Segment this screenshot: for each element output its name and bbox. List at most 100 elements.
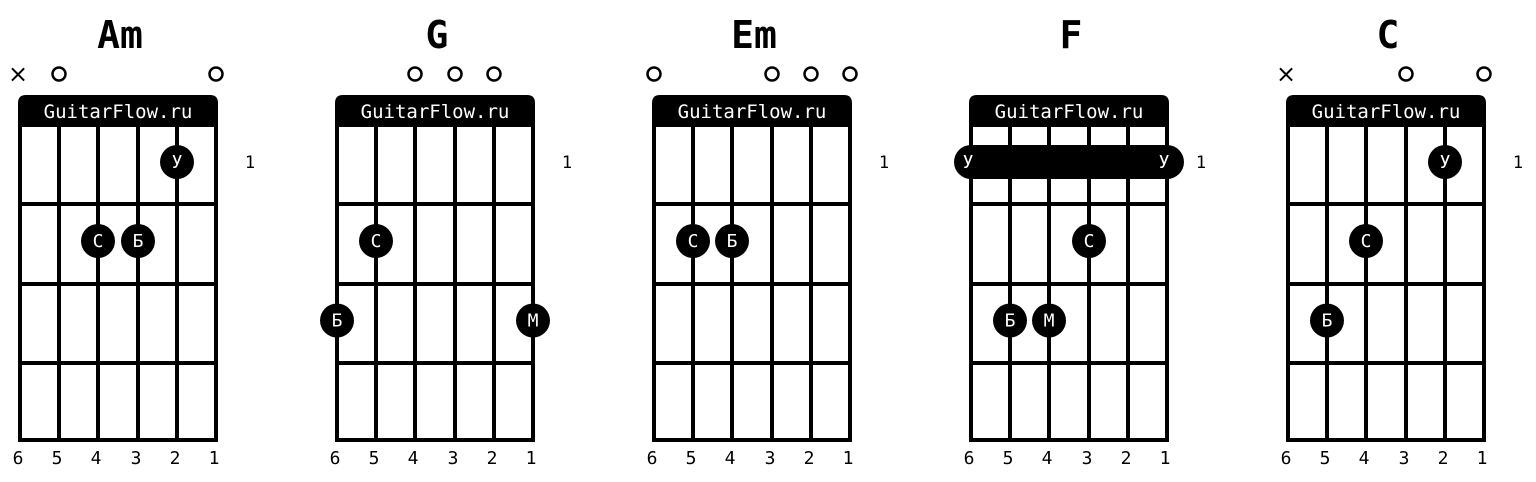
finger-dot <box>81 224 115 258</box>
brand-label: GuitarFlow.ru <box>995 101 1144 123</box>
chord-chart: C GuitarFlow.ru 1 × У С Б 6 5 4 3 2 1 <box>1268 0 1523 482</box>
open-string-marker <box>447 66 463 82</box>
chord-diagram: GuitarFlow.ru 1 × У С Б 6 5 4 3 2 1 <box>1276 60 1523 469</box>
nut-header <box>335 95 535 127</box>
open-string-marker <box>51 66 67 82</box>
string-number: 5 <box>686 448 697 469</box>
string-number: 1 <box>1477 448 1488 469</box>
chord-diagram: GuitarFlow.ru 1 У У С Б М 6 5 4 3 2 1 <box>954 95 1206 469</box>
string-number: 6 <box>1281 448 1292 469</box>
string-number: 3 <box>448 448 459 469</box>
finger-dot <box>1349 224 1383 258</box>
fret-number: 1 <box>245 153 255 173</box>
muted-string-marker: × <box>1276 60 1296 88</box>
brand-label: GuitarFlow.ru <box>678 101 827 123</box>
chord-name: C <box>1376 13 1400 57</box>
string-number: 2 <box>487 448 498 469</box>
muted-string-marker: × <box>8 60 28 88</box>
chord-diagram: GuitarFlow.ru 1 × У С Б 6 5 4 3 2 1 <box>8 60 255 469</box>
brand-label: GuitarFlow.ru <box>44 101 193 123</box>
finger-dot <box>1310 303 1344 338</box>
string-number: 4 <box>1359 448 1370 469</box>
chord-name: Em <box>731 13 777 57</box>
string-number: 6 <box>13 448 24 469</box>
nut-header <box>652 95 852 127</box>
chord-name: F <box>1059 13 1083 57</box>
nut-header <box>969 95 1169 127</box>
string-number: 2 <box>804 448 815 469</box>
string-number: 5 <box>52 448 63 469</box>
fret-number: 1 <box>1196 153 1206 173</box>
string-number: 5 <box>1003 448 1014 469</box>
string-number: 1 <box>209 448 220 469</box>
barre <box>954 145 1184 179</box>
string-number: 5 <box>1320 448 1331 469</box>
open-string-marker <box>1398 66 1414 82</box>
string-number: 5 <box>369 448 380 469</box>
finger-dot <box>1428 145 1462 179</box>
string-number: 3 <box>1399 448 1410 469</box>
finger-label: Б <box>1322 311 1333 332</box>
string-number: 3 <box>765 448 776 469</box>
finger-dot <box>715 224 749 258</box>
string-number: 1 <box>526 448 537 469</box>
barre-finger-label: У <box>963 152 974 173</box>
fret-number: 1 <box>879 153 889 173</box>
fret-number: 1 <box>562 153 572 173</box>
string-number: 4 <box>725 448 736 469</box>
finger-dot <box>320 303 354 338</box>
chord-name: Am <box>97 13 143 57</box>
string-number: 2 <box>1438 448 1449 469</box>
open-string-marker <box>1476 66 1492 82</box>
finger-label: С <box>1361 231 1372 252</box>
string-number: 4 <box>408 448 419 469</box>
finger-dot <box>1072 224 1106 258</box>
finger-dot <box>359 224 393 258</box>
string-number: 2 <box>170 448 181 469</box>
string-number: 6 <box>647 448 658 469</box>
finger-label: С <box>1084 231 1095 252</box>
finger-dot <box>993 303 1027 338</box>
open-string-marker <box>842 66 858 82</box>
nut-header <box>1286 95 1486 127</box>
finger-dot <box>1032 303 1066 338</box>
string-number: 4 <box>91 448 102 469</box>
string-number: 6 <box>964 448 975 469</box>
string-number: 3 <box>1082 448 1093 469</box>
finger-label: С <box>93 231 104 252</box>
finger-label: Б <box>1005 311 1016 332</box>
open-string-marker <box>646 66 662 82</box>
chord-chart: F GuitarFlow.ru 1 У У С Б М 6 5 4 3 2 1 <box>951 0 1206 482</box>
finger-label: М <box>1044 311 1055 332</box>
finger-label: У <box>172 152 183 173</box>
nut-header <box>18 95 218 127</box>
finger-dot <box>516 303 550 338</box>
finger-label: С <box>371 231 382 252</box>
finger-dot <box>121 224 155 258</box>
finger-dot <box>676 224 710 258</box>
brand-label: GuitarFlow.ru <box>361 101 510 123</box>
string-number: 1 <box>1160 448 1171 469</box>
finger-label: Б <box>332 311 343 332</box>
string-number: 1 <box>843 448 854 469</box>
finger-label: С <box>688 231 699 252</box>
finger-label: У <box>1440 152 1451 173</box>
string-number: 2 <box>1121 448 1132 469</box>
open-string-marker <box>208 66 224 82</box>
finger-label: Б <box>133 231 144 252</box>
finger-label: Б <box>727 231 738 252</box>
chord-name: G <box>425 13 449 57</box>
open-string-marker <box>764 66 780 82</box>
string-number: 3 <box>131 448 142 469</box>
open-string-marker <box>803 66 819 82</box>
fret-number: 1 <box>1513 153 1523 173</box>
open-string-marker <box>486 66 502 82</box>
string-number: 4 <box>1042 448 1053 469</box>
brand-label: GuitarFlow.ru <box>1312 101 1461 123</box>
barre-finger-label: У <box>1159 152 1170 173</box>
